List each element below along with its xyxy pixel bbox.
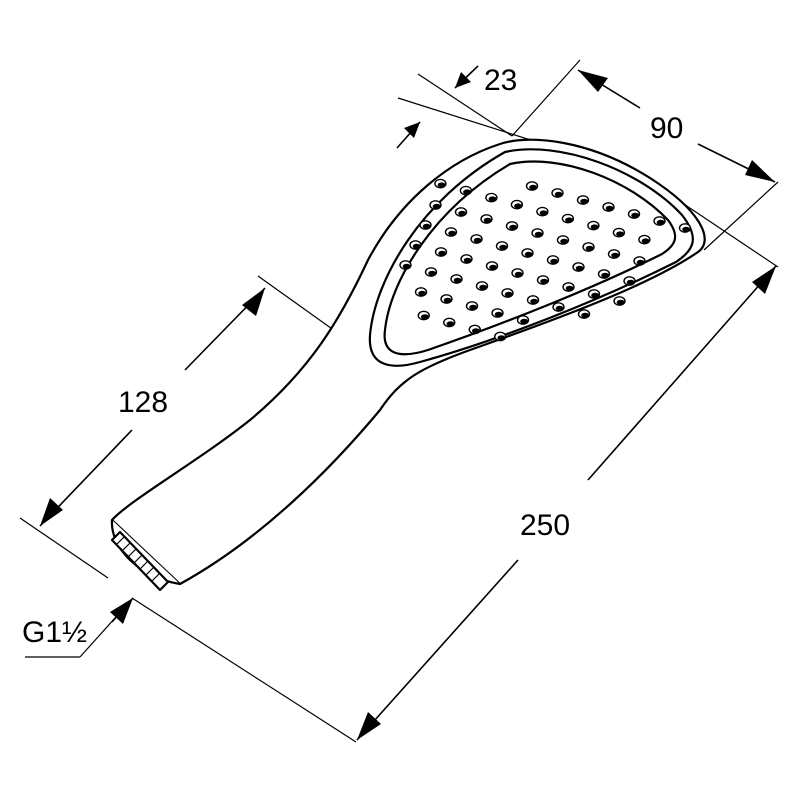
nozzle xyxy=(468,324,481,335)
nozzle xyxy=(505,221,519,231)
dim-label-23: 23 xyxy=(484,64,517,97)
nozzle-grid xyxy=(399,178,692,342)
nozzle xyxy=(587,220,600,231)
nozzle xyxy=(536,206,549,217)
nozzle xyxy=(562,282,575,292)
nozzle xyxy=(443,317,456,328)
nozzle xyxy=(434,178,447,189)
nozzle xyxy=(653,216,666,226)
nozzle xyxy=(495,241,509,251)
nozzle xyxy=(491,308,504,318)
dimension-23: 23 xyxy=(396,64,517,149)
nozzle xyxy=(444,227,458,237)
nozzle xyxy=(572,262,585,272)
nozzle xyxy=(602,202,615,212)
dim-label-90: 90 xyxy=(650,112,683,145)
dimension-250: 250 xyxy=(356,265,777,741)
nozzle xyxy=(485,261,499,271)
dimension-thread: G1½ xyxy=(22,597,134,649)
nozzle xyxy=(623,276,636,286)
nozzle xyxy=(526,295,540,305)
nozzle xyxy=(501,288,514,298)
nozzle xyxy=(607,249,621,259)
nozzle xyxy=(638,234,651,245)
nozzle xyxy=(552,302,565,312)
nozzle xyxy=(536,275,550,285)
dim-label-thread: G1½ xyxy=(22,616,87,649)
nozzle xyxy=(485,192,498,203)
nozzle xyxy=(480,214,493,224)
nozzle xyxy=(417,310,430,321)
thread-connector xyxy=(110,530,170,592)
dim-label-128: 128 xyxy=(118,386,168,419)
dim-label-250: 250 xyxy=(520,509,570,542)
dimension-128: 128 xyxy=(39,287,266,527)
nozzle xyxy=(440,294,453,304)
nozzle xyxy=(525,181,539,191)
nozzle xyxy=(551,188,564,198)
nozzle xyxy=(546,255,560,265)
nozzle xyxy=(419,220,432,230)
nozzle xyxy=(450,274,463,284)
nozzle xyxy=(612,227,626,238)
nozzle xyxy=(434,247,448,257)
nozzle xyxy=(577,309,591,319)
nozzle xyxy=(409,240,422,250)
nozzle xyxy=(460,254,473,264)
nozzle xyxy=(516,315,530,325)
nozzle xyxy=(597,269,611,279)
hand-shower xyxy=(110,138,706,592)
nozzle xyxy=(459,185,473,196)
nozzle xyxy=(399,260,412,270)
nozzle xyxy=(454,207,468,217)
nozzle xyxy=(494,331,507,342)
nozzle xyxy=(531,228,544,238)
nozzle xyxy=(556,235,570,245)
nozzle xyxy=(613,296,626,306)
nozzle xyxy=(475,281,489,291)
dimension-90: 90 xyxy=(577,69,776,183)
nozzle xyxy=(576,195,590,205)
nozzle xyxy=(470,234,483,244)
nozzle xyxy=(561,213,575,224)
nozzle xyxy=(414,287,428,297)
nozzle xyxy=(465,301,479,311)
nozzle xyxy=(424,267,438,277)
nozzle xyxy=(587,289,601,299)
nozzle xyxy=(511,268,524,278)
nozzle xyxy=(429,200,442,210)
nozzle xyxy=(678,223,692,233)
nozzle xyxy=(633,256,646,266)
nozzle xyxy=(627,209,641,219)
nozzle xyxy=(582,242,595,252)
nozzle xyxy=(510,199,524,210)
nozzle xyxy=(521,248,534,258)
